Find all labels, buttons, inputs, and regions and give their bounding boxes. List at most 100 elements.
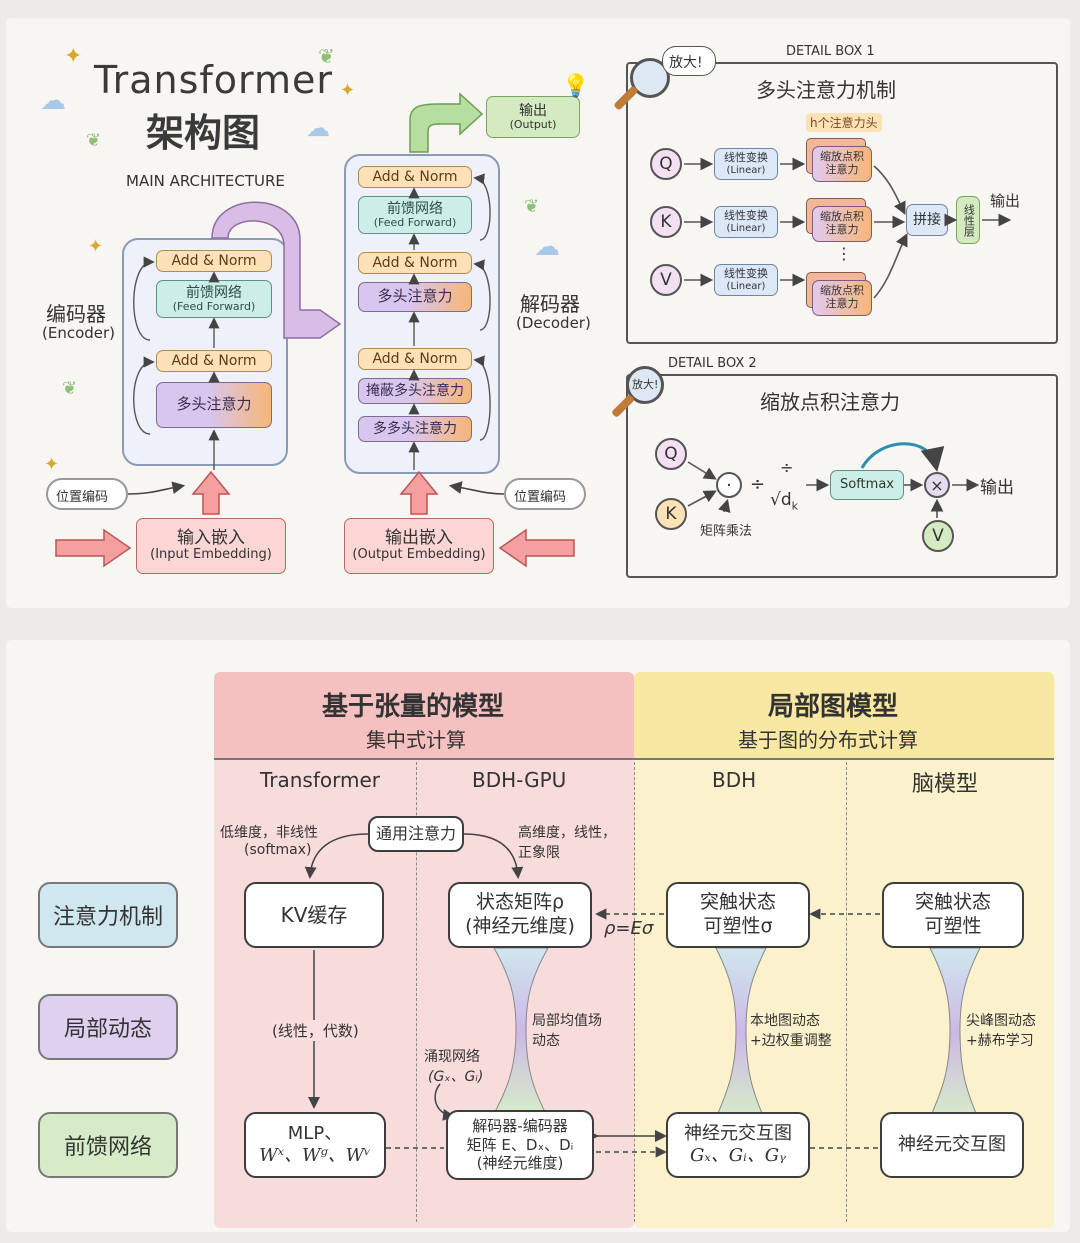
decoder-encoder-box: 解码器-编码器 矩阵 E、Dₓ、Dᵢ (神经元维度): [446, 1110, 594, 1180]
graph-header-band: [634, 672, 1054, 758]
kv-cache-box: KV缓存: [244, 882, 384, 948]
sparkle-icon: ✦: [44, 454, 60, 475]
softmax-box: Softmax: [830, 470, 904, 500]
synapse-label: 突触状态: [699, 891, 776, 914]
low-dim-label: 低维度，非线性: [220, 825, 318, 841]
detail-box-1-title: 多头注意力机制: [756, 78, 896, 102]
main-architecture-label: MAIN ARCHITECTURE: [126, 172, 285, 190]
input-embedding: 输入嵌入 (Input Embedding): [136, 518, 286, 574]
output-emb-sub: (Output Embedding): [352, 547, 486, 563]
local-graph-label: 本地图动态: [750, 1013, 820, 1029]
leaf-icon: ❦: [62, 378, 78, 399]
high-dim-label: 高维度，线性，: [518, 825, 616, 841]
linear-sub: (Linear): [726, 222, 766, 234]
zoom-label: 放大!: [669, 55, 703, 71]
decoder-label: 解码器: [520, 292, 580, 316]
detail1-arrows: [684, 157, 1012, 299]
local-graph-label-2: +边权重调整: [750, 1033, 832, 1049]
column-separator: [846, 762, 847, 1222]
page-title-cn: 架构图: [146, 111, 261, 155]
column-header-transformer: Transformer: [260, 768, 381, 792]
leaf-icon: ❦: [86, 130, 102, 151]
tensor-model-header: 基于张量的模型: [322, 692, 505, 722]
decoder-feed-forward: 前馈网络 (Feed Forward): [358, 196, 472, 234]
output-embedding: 输出嵌入 (Output Embedding): [344, 518, 494, 574]
leaf-icon: ❦: [524, 196, 540, 217]
header-divider: [214, 758, 1054, 760]
synapse-label-2: 可塑性: [924, 915, 982, 937]
detail-box-1: [626, 62, 1058, 344]
divide-symbol-2: ÷: [780, 458, 794, 477]
detail-box-1-caption: DETAIL BOX 1: [786, 44, 875, 59]
input-emb-sub: (Input Embedding): [150, 547, 272, 563]
scaled-label-2: 注意力: [825, 163, 859, 176]
input-arrow-icon: [55, 528, 132, 568]
linear-q: 线性变换 (Linear): [714, 148, 778, 180]
column-separator: [634, 762, 635, 1222]
ff-sub: (Feed Forward): [172, 299, 256, 313]
scaled-attention-k: 缩放点积 注意力: [812, 206, 872, 242]
up-arrow-icon: [399, 470, 439, 515]
cloud-icon: ☁: [40, 86, 66, 116]
graph-model-sub: 基于图的分布式计算: [738, 728, 918, 752]
top-arrows: [55, 92, 575, 568]
synapse-label: 突触状态: [914, 891, 991, 914]
detail-box-2-caption: DETAIL BOX 2: [668, 356, 757, 371]
lightbulb-icon: 💡: [562, 74, 590, 99]
heads-label: h个注意力头: [806, 113, 882, 132]
synapse-state-bdh-box: 突触状态 可塑性σ: [666, 882, 810, 948]
cloud-icon: ☁: [534, 232, 560, 262]
output-label: 输出: [519, 102, 547, 119]
decoder-add-norm-1: Add & Norm: [358, 166, 472, 188]
detail1-output: 输出: [990, 192, 1021, 210]
scaled-attention-q: 缩放点积 注意力: [812, 146, 872, 182]
q-circle-2: Q: [655, 438, 687, 470]
decoder-sub: (Decoder): [516, 314, 591, 332]
sparkle-icon: ✦: [88, 236, 104, 257]
neuron-graph-label-2: Gₓ、Gᵢ、Gᵧ: [690, 1145, 786, 1166]
output-arrow-icon: [498, 528, 575, 568]
scaled-attention-v: 缩放点积 注意力: [812, 280, 872, 316]
synapse-label-2: 可塑性σ: [703, 915, 773, 937]
neuron-graph-brain-box: 神经元交互图: [880, 1112, 1024, 1178]
pos-enc-right-cloud: [504, 478, 586, 510]
sqrt-dk: √dk: [770, 490, 798, 512]
dec-enc-label-3: (神经元维度): [476, 1154, 564, 1173]
graph-model-header: 局部图模型: [768, 692, 899, 722]
detail-box-2-title: 缩放点积注意力: [760, 390, 900, 414]
linear-label: 线性变换: [724, 208, 768, 222]
neuron-graph-bdh-box: 神经元交互图 Gₓ、Gᵢ、Gᵧ: [666, 1112, 810, 1178]
spike-graph-label-2: +赫布学习: [966, 1033, 1034, 1049]
emergent-network-label-2: (Gₓ、Gᵢ): [428, 1069, 484, 1085]
linear-label: 线性变换: [724, 266, 768, 280]
synapse-state-brain-box: 突触状态 可塑性: [882, 882, 1024, 948]
concat-box: 拼接: [906, 204, 948, 236]
local-mean-field-label: 局部均值场: [532, 1013, 602, 1029]
detail2-output: 输出: [980, 478, 1014, 498]
decoder-masked-multi-head-attention: 掩蔽多头注意力: [358, 378, 472, 404]
tensor-model-sub: 集中式计算: [366, 728, 466, 752]
magnifier-icon: [626, 366, 664, 404]
scaled-label-2: 注意力: [825, 223, 859, 236]
ff-label: 前馈网络: [387, 200, 443, 217]
pos-enc-left-cloud: [46, 478, 128, 510]
encoder-label: 编码器: [46, 302, 106, 326]
vertical-dots: ⋮: [836, 244, 852, 263]
detail-box-2: [626, 374, 1058, 578]
dec-enc-label-2: 矩阵 E、Dₓ、Dᵢ: [466, 1135, 574, 1154]
mlp-label: MLP、: [287, 1122, 343, 1144]
output-sub: (Output): [509, 117, 557, 131]
high-dim-label-2: 正象限: [518, 845, 560, 861]
output-box: 输出 (Output): [486, 96, 580, 138]
spike-graph-label: 尖峰图动态: [966, 1013, 1036, 1029]
row-label-feed-forward: 前馈网络: [38, 1112, 178, 1178]
sparkle-icon: ✦: [340, 80, 356, 101]
encoder-multi-head-attention: 多头注意力: [156, 382, 272, 428]
decoder-add-norm-3: Add & Norm: [358, 348, 472, 370]
ff-label: 前馈网络: [186, 284, 242, 301]
times-circle: ×: [924, 472, 950, 498]
zoom-label-2: 放大!: [632, 378, 659, 391]
pos-enc-left: 位置编码: [56, 490, 109, 505]
encoder-to-decoder-arrow: [211, 201, 342, 339]
column-separator: [416, 762, 417, 1222]
